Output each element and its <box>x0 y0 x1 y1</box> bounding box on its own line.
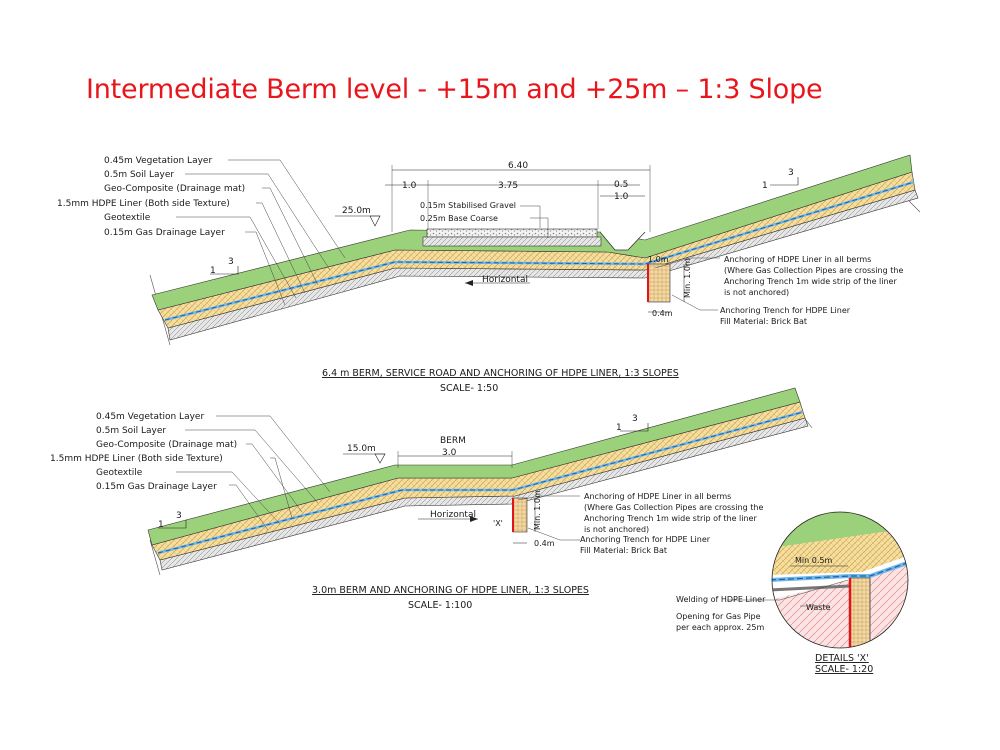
section-a-layer-geotextile: Geotextile <box>104 213 151 223</box>
vegetation-layer <box>147 387 801 546</box>
section-a-trench-depth-top: 1.0m <box>648 255 669 264</box>
section-a-level: 25.0m <box>342 206 371 216</box>
section-b-berm-label: BERM <box>440 436 466 446</box>
section-a-layer-geocomposite: Geo-Composite (Drainage mat) <box>104 184 245 194</box>
section-a-scale: SCALE- 1:50 <box>440 383 498 394</box>
section-b-layer-vegetation: 0.45m Vegetation Layer <box>96 412 204 422</box>
anchor-trench <box>512 497 528 533</box>
detail-opening-label-1: Opening for Gas Pipe <box>676 612 761 621</box>
section-a-layer-vegetation: 0.45m Vegetation Layer <box>104 156 212 166</box>
section-a-slope-right-run: 1 <box>762 181 768 191</box>
section-b-anchoring-note-3: Anchoring Trench 1m wide strip of the li… <box>584 514 757 523</box>
hdpe-liner-line <box>157 411 804 554</box>
section-b-caption: 3.0m BERM AND ANCHORING OF HDPE LINER, 1… <box>312 585 589 596</box>
section-b-level: 15.0m <box>347 444 376 454</box>
section-b-drawing <box>147 387 813 576</box>
page-title: Intermediate Berm level - +15m and +25m … <box>86 74 823 105</box>
section-b-anchoring-note-2: (Where Gas Collection Pipes are crossing… <box>584 503 763 512</box>
section-b-horizontal-label: Horizontal <box>430 510 476 520</box>
section-a-slope-right-rise: 3 <box>788 168 794 178</box>
anchor-trench <box>647 263 671 303</box>
section-b-berm-width: 3.0 <box>442 448 457 458</box>
base-coarse <box>422 236 602 247</box>
section-b-trench-depth: Min. 1.0m <box>533 490 542 530</box>
section-a-trench-width: 0.4m <box>652 309 673 318</box>
stabilised-gravel <box>426 228 598 238</box>
section-b-scale: SCALE- 1:100 <box>408 600 472 611</box>
section-b-trench-note-2: Fill Material: Brick Bat <box>580 546 667 555</box>
section-b-slope-left-rise: 3 <box>176 511 182 521</box>
section-a-layer-gas-drainage: 0.15m Gas Drainage Layer <box>104 228 225 238</box>
section-b-detail-ref: 'X' <box>493 519 503 528</box>
detail-scale: SCALE- 1:20 <box>815 664 873 675</box>
detail-caption: DETAILS 'X' <box>815 653 869 664</box>
section-a-dim-mid: 3.75 <box>498 181 518 191</box>
section-b-slope-left-run: 1 <box>158 520 164 530</box>
section-a-trench-depth: Min. 1.0m <box>683 258 692 298</box>
section-a-slope-left-run: 1 <box>210 266 216 276</box>
section-a-anchoring-note-2: (Where Gas Collection Pipes are crossing… <box>724 266 903 275</box>
side-drain <box>599 231 646 251</box>
detail-waste-label: Waste <box>806 603 831 612</box>
section-a-anchoring-note-4: is not anchored) <box>724 288 789 297</box>
section-b-layer-geocomposite: Geo-Composite (Drainage mat) <box>96 440 237 450</box>
section-a-drawing <box>149 154 921 346</box>
section-b-layer-gas-drainage: 0.15m Gas Drainage Layer <box>96 482 217 492</box>
section-a-dim-left: 1.0 <box>402 181 417 191</box>
section-a-anchoring-note-3: Anchoring Trench 1m wide strip of the li… <box>724 277 897 286</box>
section-b-layer-liner: 1.5mm HDPE Liner (Both side Texture) <box>50 454 223 464</box>
section-a-trench-note-1: Anchoring Trench for HDPE Liner <box>720 306 851 315</box>
section-b-slope-right-rise: 3 <box>632 414 638 424</box>
section-b-trench-note-1: Anchoring Trench for HDPE Liner <box>580 535 711 544</box>
section-a-horizontal-label: Horizontal <box>482 275 528 285</box>
section-b-slope-right-run: 1 <box>616 423 622 433</box>
section-a-slope-left-rise: 3 <box>228 257 234 267</box>
section-a-caption: 6.4 m BERM, SERVICE ROAD AND ANCHORING O… <box>322 368 679 379</box>
section-b-trench-width: 0.4m <box>534 539 555 548</box>
hdpe-liner-line <box>164 181 915 321</box>
detail-welding-label: Welding of HDPE Liner <box>676 595 766 604</box>
section-b-anchoring-note-1: Anchoring of HDPE Liner in all berms <box>584 492 731 501</box>
detail-min-label: Min 0.5m <box>795 556 832 565</box>
section-a-dim-total: 6.40 <box>508 161 528 171</box>
section-a-dim-right-a: 0.5 <box>614 180 628 190</box>
section-b-anchoring-note-4: is not anchored) <box>584 525 649 534</box>
section-a-layer-soil: 0.5m Soil Layer <box>104 170 174 180</box>
section-a-anchoring-note-1: Anchoring of HDPE Liner in all berms <box>724 255 871 264</box>
section-b-layer-soil: 0.5m Soil Layer <box>96 426 166 436</box>
section-b-layer-geotextile: Geotextile <box>96 468 143 478</box>
detail-trench <box>849 577 871 648</box>
section-a-road-base: 0.25m Base Coarse <box>420 214 498 223</box>
section-a-layer-liner: 1.5mm HDPE Liner (Both side Texture) <box>57 199 230 209</box>
detail-opening-label-2: per each approx. 25m <box>676 623 764 632</box>
section-a-road-gravel: 0.15m Stabilised Gravel <box>420 201 516 210</box>
section-a-dim-right-b: 1.0 <box>614 192 629 202</box>
section-a-trench-note-2: Fill Material: Brick Bat <box>720 317 807 326</box>
